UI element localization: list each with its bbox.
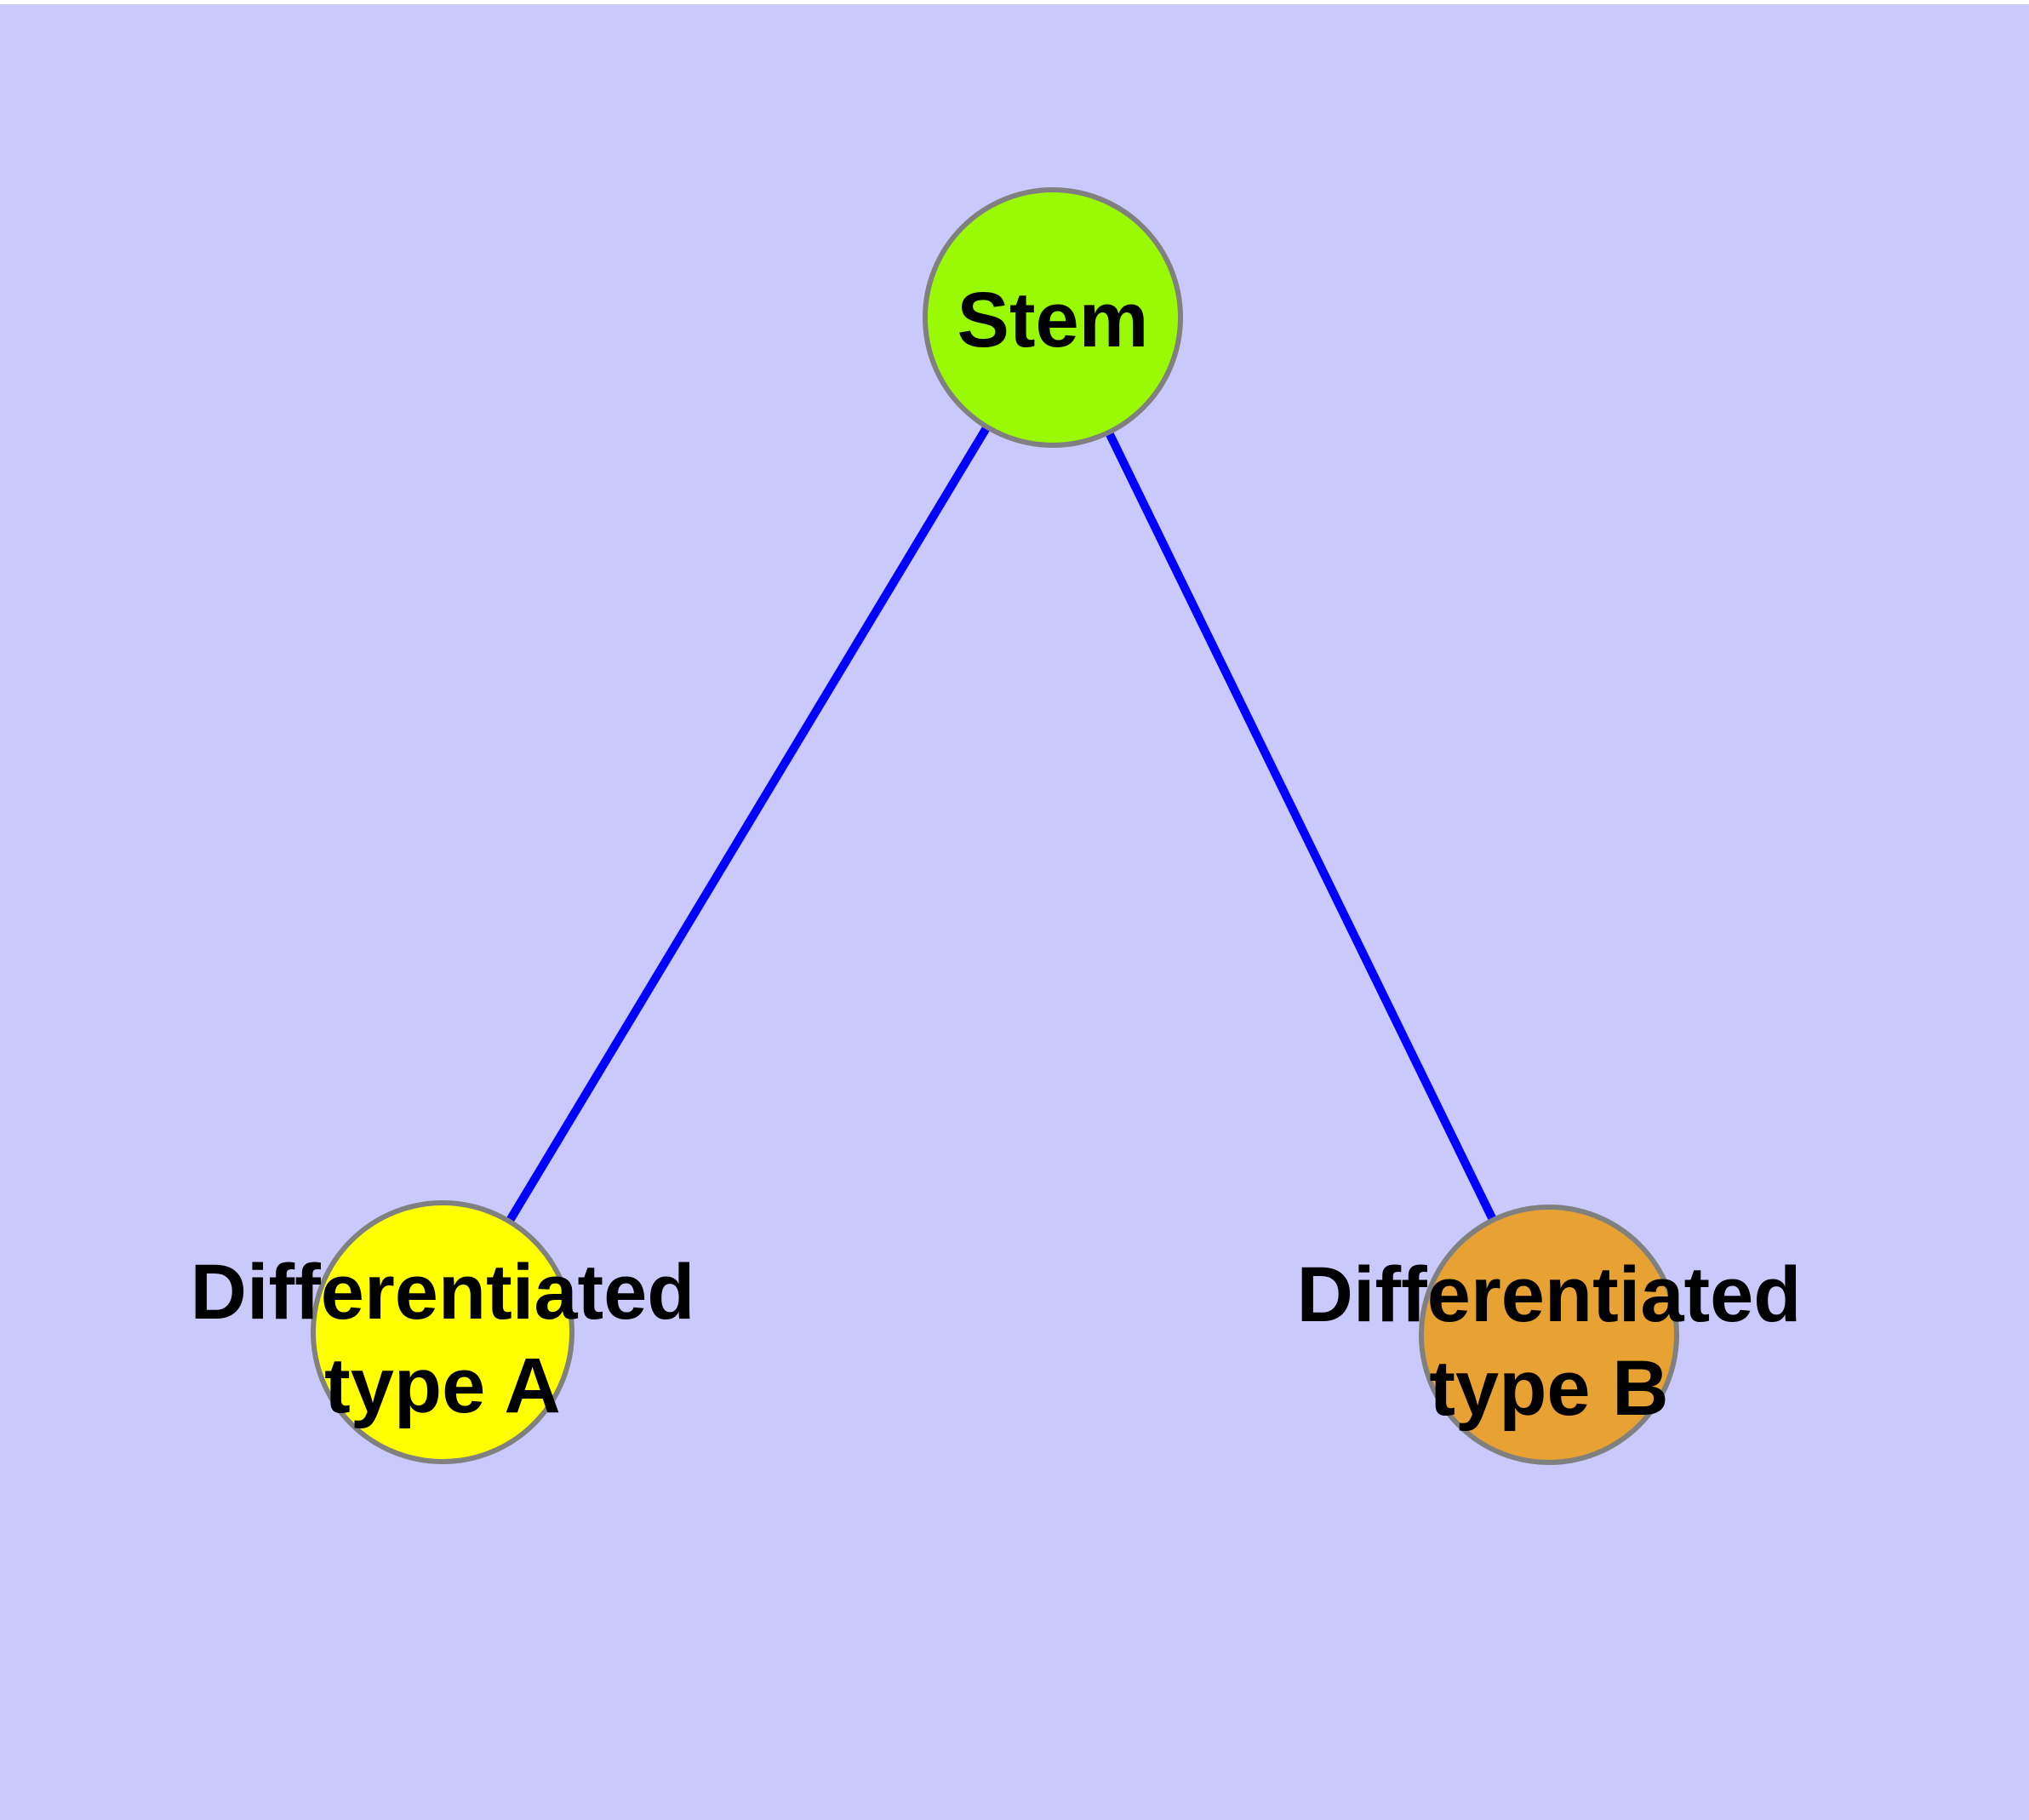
node-stem-circle xyxy=(923,187,1183,448)
node-type-b-circle xyxy=(1419,1205,1679,1465)
node-type-a-circle xyxy=(311,1200,574,1464)
node-type-a-label-line1: Differentiated xyxy=(191,1249,695,1336)
edge-stem-to-type-a xyxy=(438,315,1057,1335)
edge-stem-to-type-b xyxy=(1049,315,1553,1337)
node-type-b-label-line2: type B xyxy=(1429,1345,1668,1432)
node-stem-label: Stem xyxy=(957,277,1149,363)
top-margin-strip xyxy=(0,0,2029,4)
node-type-a-label-line2: type A xyxy=(324,1342,561,1429)
node-type-b-label-line1: Differentiated xyxy=(1297,1251,1802,1338)
